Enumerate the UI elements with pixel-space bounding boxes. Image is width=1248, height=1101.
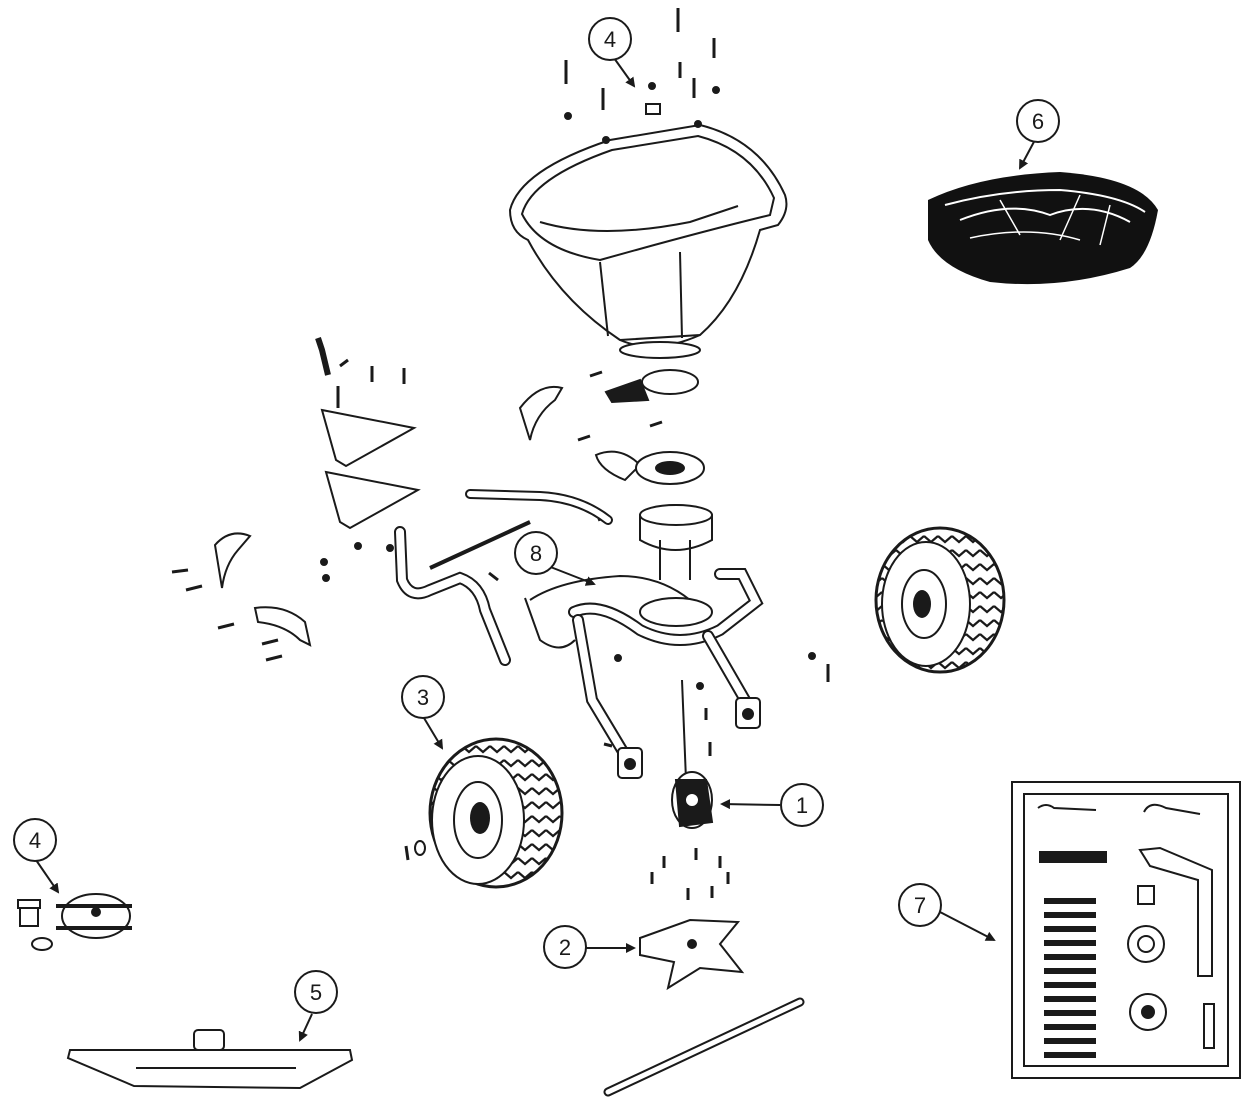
hub-assembly: [17, 893, 132, 951]
callout-1: 1: [780, 783, 824, 827]
gearbox: [671, 771, 714, 829]
frame: [394, 489, 764, 766]
right-wheel: [874, 526, 1006, 674]
hardware-kit-bolts: [1044, 898, 1096, 1058]
axle-rod: [603, 997, 805, 1097]
callout-7-label: 7: [914, 893, 926, 918]
hopper: [508, 123, 788, 359]
callout-8: 8: [514, 531, 558, 575]
callout-3-label: 3: [417, 685, 429, 710]
impeller-bolts: [650, 848, 730, 900]
callout-arrows: [35, 57, 1037, 1042]
callout-4-top: 4: [588, 17, 632, 61]
left-brackets: [213, 337, 421, 647]
callout-4-left-label: 4: [29, 828, 41, 853]
callout-8-label: 8: [530, 541, 542, 566]
callout-6: 6: [1016, 99, 1060, 143]
axle-bolts: [603, 652, 830, 781]
callout-1-label: 1: [796, 793, 808, 818]
agitator-parts: [518, 369, 713, 551]
left-bolts: [171, 358, 406, 662]
callout-4-top-label: 4: [604, 27, 616, 52]
callout-5: 5: [294, 970, 338, 1014]
callout-4-left: 4: [13, 818, 57, 862]
wheel-brackets: [617, 697, 761, 779]
impeller: [639, 918, 745, 991]
deflector-bar: [66, 1029, 354, 1090]
callout-5-label: 5: [310, 980, 322, 1005]
left-wheel: [428, 737, 564, 889]
wheel-washer: [404, 840, 426, 861]
callout-2: 2: [543, 925, 587, 969]
hopper-bolts: [564, 8, 720, 144]
callout-6-label: 6: [1032, 109, 1044, 134]
callout-2-label: 2: [559, 935, 571, 960]
callout-7: 7: [898, 883, 942, 927]
hopper-cover: [928, 172, 1158, 285]
callout-3: 3: [401, 675, 445, 719]
